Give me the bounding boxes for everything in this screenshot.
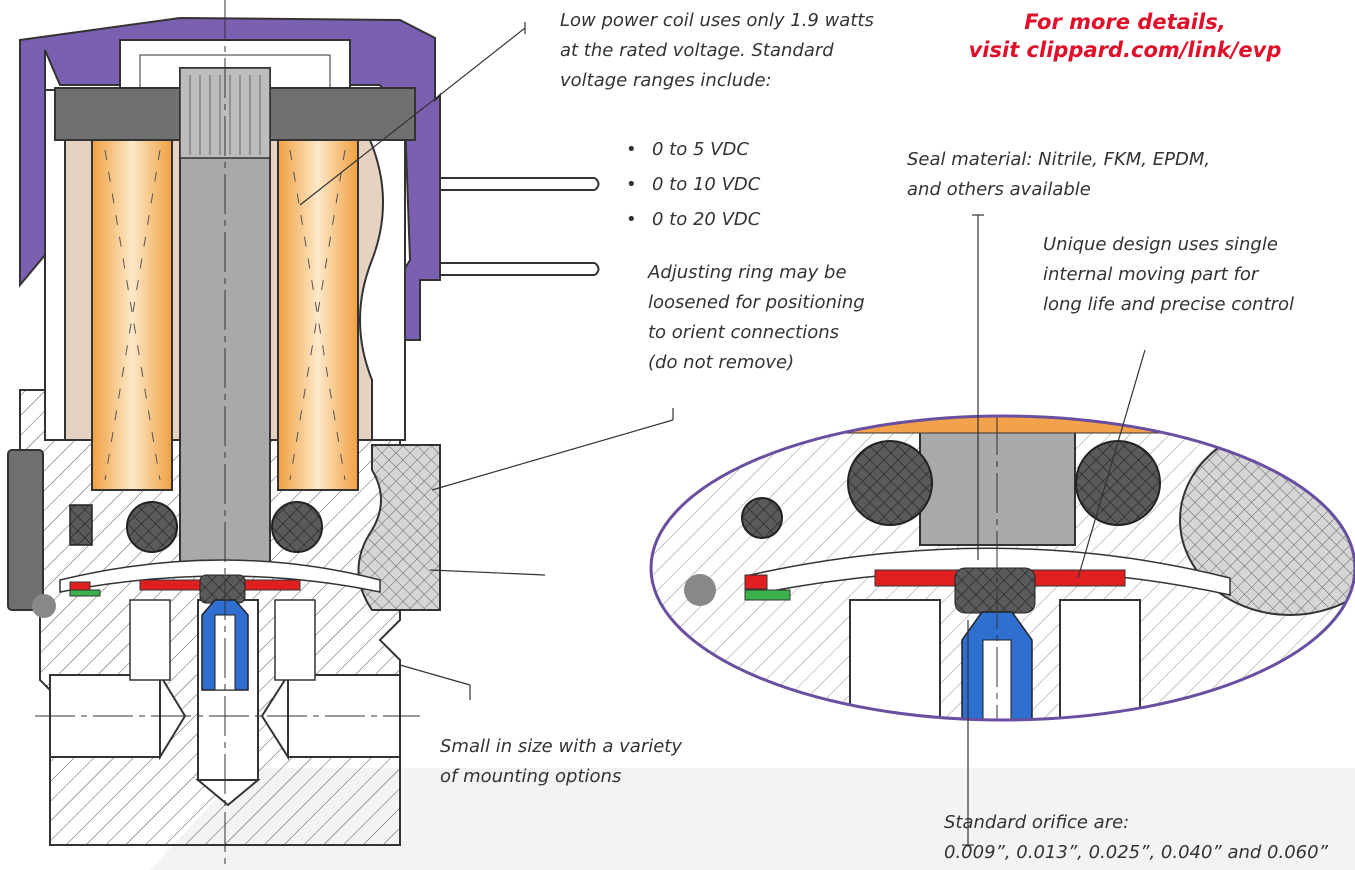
background-panel [150,768,1355,870]
voltage-list: 0 to 5 VDC 0 to 10 VDC 0 to 20 VDC [626,132,760,237]
coil-left [91,139,173,491]
voltage-item: 0 to 10 VDC [626,167,760,202]
size-callout: Small in size with a variety of mounting… [440,732,682,792]
orifice-callout: Standard orifice are: 0.009”, 0.013”, 0.… [944,808,1328,868]
adjusting-ring [357,444,441,611]
voltage-item: 0 to 20 VDC [626,202,760,237]
cta-line-1: For more details, [1024,10,1226,34]
ring-line-2: loosened for positioning [648,292,865,313]
ring-line-3: to orient connections [648,322,840,343]
design-line-1: Unique design uses single [1043,234,1278,255]
ball [32,594,56,618]
coil-callout: Low power coil uses only 1.9 watts at th… [560,6,874,96]
poppet [199,574,246,604]
zoom-outline [649,414,1355,722]
design-callout: Unique design uses single internal movin… [1043,230,1294,320]
cta-line-2: visit clippard.com/link/evp [968,38,1282,62]
valve-cross-section [7,0,600,870]
coil-line-2: at the rated voltage. Standard [560,40,834,61]
voltage-item: 0 to 5 VDC [626,132,760,167]
zoom-detail [651,416,1355,720]
size-line-1: Small in size with a variety [440,736,682,757]
design-line-3: long life and precise control [1043,294,1295,315]
mount-clip [7,449,44,611]
orifice-line-2: 0.009”, 0.013”, 0.025”, 0.040” and 0.060… [944,842,1328,863]
seal-line-2: and others available [907,179,1091,200]
size-line-2: of mounting options [440,766,622,787]
leader-lines [299,22,1146,846]
design-line-2: internal moving part for [1043,264,1259,285]
seat-left [139,579,201,591]
seal-line-1: Seal material: Nitrile, FKM, EPDM, [907,149,1211,170]
seal-callout: Seal material: Nitrile, FKM, EPDM, and o… [907,145,1210,205]
o-ring-right [271,501,323,553]
coil-line-1: Low power coil uses only 1.9 watts [560,10,874,31]
o-ring-left [126,501,178,553]
diaphragm [59,559,381,593]
seat-right [239,579,301,591]
ring-callout: Adjusting ring may be loosened for posit… [648,258,865,378]
more-details-link[interactable]: For more details, visit clippard.com/lin… [955,8,1295,64]
coil-line-3: voltage ranges include: [560,70,772,91]
orifice-line-1: Standard orifice are: [944,812,1130,833]
ring-line-4: (do not remove) [648,352,795,373]
ring-line-1: Adjusting ring may be [648,262,847,283]
coil-right [277,139,359,491]
